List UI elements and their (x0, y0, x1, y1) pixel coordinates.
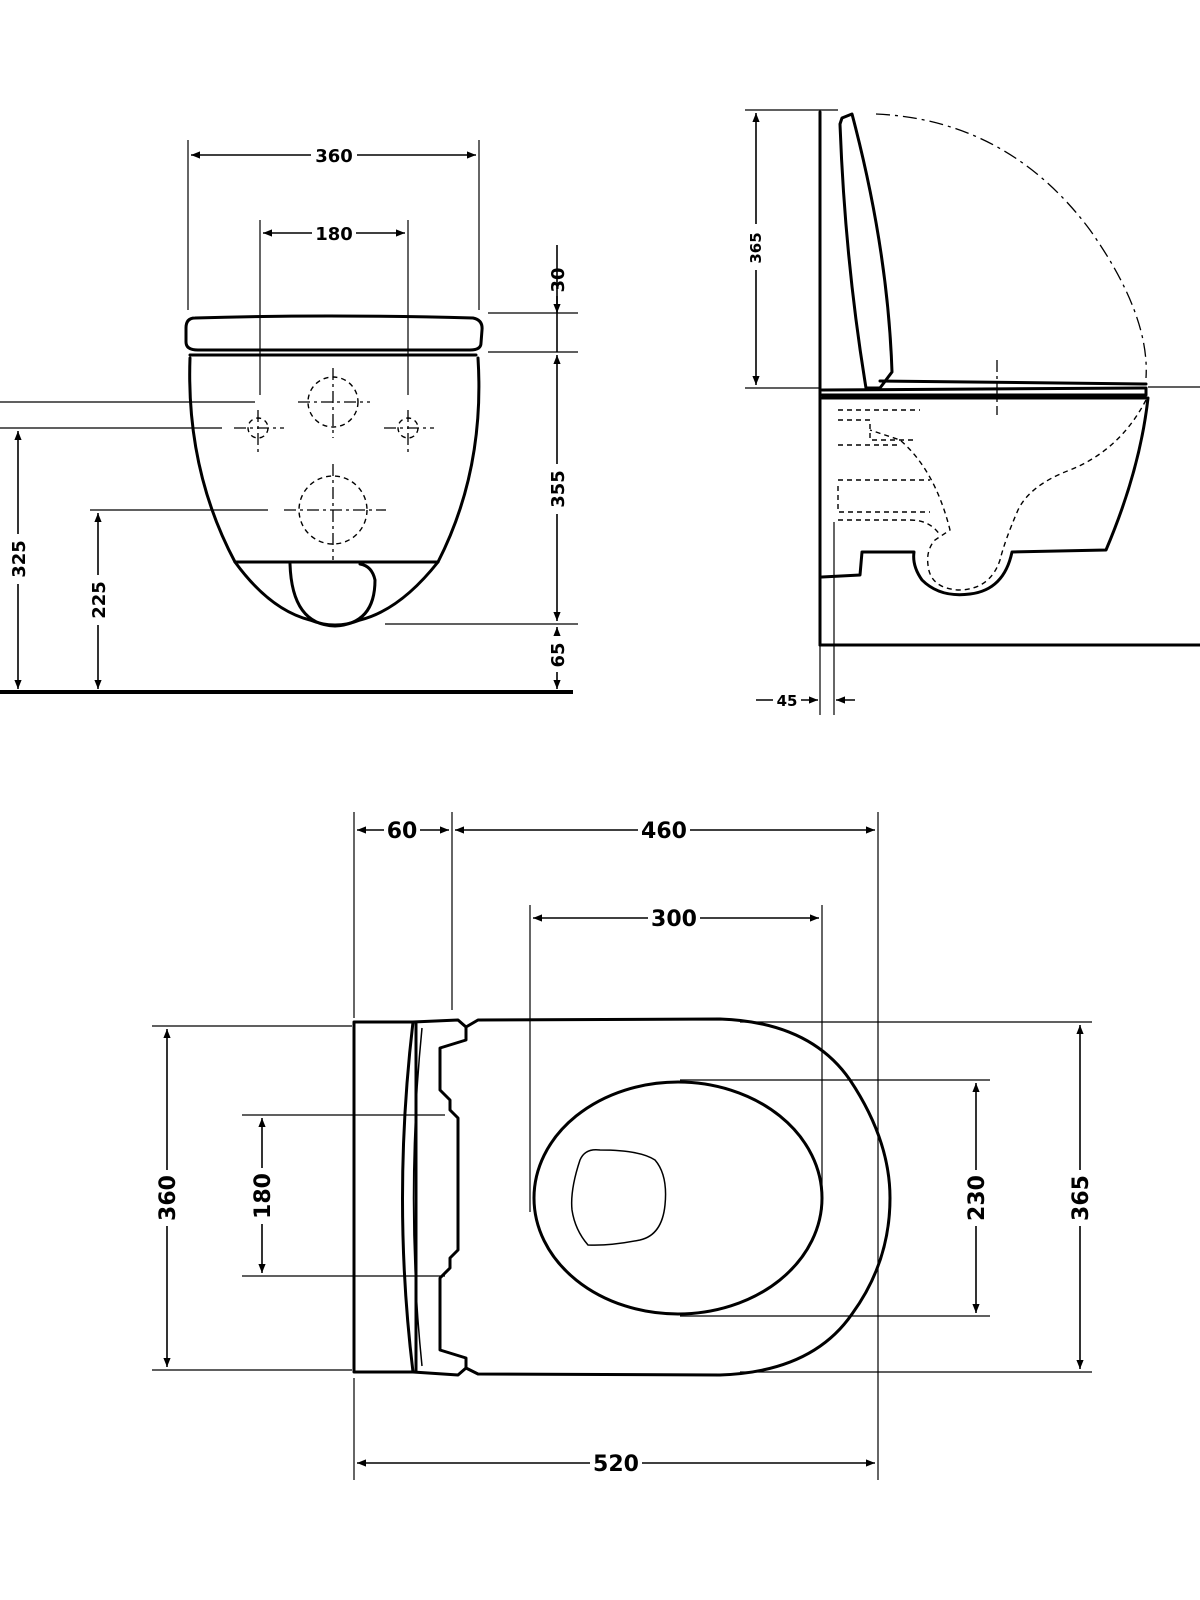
front-width-label: 360 (315, 146, 353, 167)
right-bolt-marker (384, 410, 434, 452)
side-seat (820, 386, 1148, 397)
front-clearance-label: 65 (548, 642, 569, 667)
front-fixing-height-label: 325 (9, 540, 30, 578)
top-seat-depth-label: 60 (387, 819, 418, 844)
top-hole-marker (298, 368, 370, 438)
top-seat-opening (532, 1080, 824, 1316)
top-bowl-width-label: 365 (1069, 1175, 1094, 1221)
front-waste-height-label: 225 (89, 581, 110, 619)
top-opening-length-label: 300 (651, 907, 697, 932)
top-hinge-block (401, 1018, 468, 1377)
side-lid-height-label: 365 (747, 232, 765, 263)
top-back-width-label: 360 (156, 1175, 181, 1221)
front-outlet (233, 560, 440, 627)
waste-outlet-marker (284, 464, 386, 560)
front-seat (184, 314, 484, 352)
top-bowl-depth-label: 460 (641, 819, 687, 844)
top-view: 60 460 300 520 360 180 230 365 (152, 812, 1094, 1480)
top-bolt-spacing-label: 180 (251, 1173, 276, 1219)
side-raised-lid (838, 112, 894, 390)
top-outer-seat (464, 1017, 892, 1377)
top-back-plate (352, 1020, 418, 1374)
side-bowl (820, 396, 1150, 597)
front-seat-thickness-label: 30 (548, 267, 569, 292)
side-lid-swing-arc (875, 113, 1147, 379)
top-overall-length-label: 520 (593, 1452, 639, 1477)
front-bowl-height-label: 355 (548, 470, 569, 508)
side-view: 365 45 (745, 109, 1200, 715)
top-water-area (570, 1148, 667, 1246)
left-bolt-marker (234, 410, 284, 452)
side-wall-gap-label: 45 (777, 692, 798, 710)
top-opening-width-label: 230 (965, 1175, 990, 1221)
front-bowl (188, 356, 481, 564)
front-bolt-spacing-label: 180 (315, 224, 353, 245)
front-view: 360 180 30 355 65 325 225 (0, 140, 578, 694)
